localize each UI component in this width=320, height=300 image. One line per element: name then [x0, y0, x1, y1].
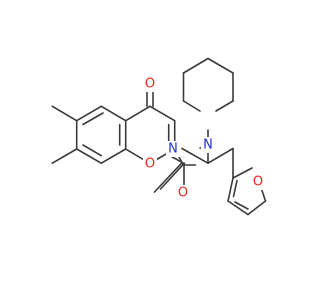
bond — [181, 147, 209, 164]
bond — [124, 105, 151, 122]
bond — [51, 148, 78, 164]
bond — [215, 100, 234, 112]
amide-oxygen-label: O — [176, 185, 190, 201]
ring-oxygen-text: O — [145, 157, 155, 172]
bond — [100, 105, 127, 122]
furan-oxygen-text: O — [253, 175, 263, 190]
amide-nitrogen-label: N — [166, 141, 180, 157]
bond — [227, 177, 234, 202]
bond — [182, 57, 209, 74]
bond — [149, 105, 176, 122]
atom-label-layer: O O O N N O — [143, 76, 265, 201]
bond — [207, 147, 234, 164]
amide-nitrogen-text: N — [168, 142, 178, 157]
amide-oxygen-text: O — [178, 186, 188, 201]
piperidine-nitrogen-label: N — [201, 137, 215, 153]
bond — [227, 200, 249, 216]
bond — [51, 105, 78, 122]
bond — [232, 167, 253, 179]
bond — [234, 201, 249, 210]
ketone-oxygen-label: O — [143, 76, 157, 92]
ring-oxygen-label: O — [143, 156, 157, 172]
bond — [159, 162, 186, 190]
bond — [170, 155, 185, 164]
bond — [207, 57, 234, 74]
structure-canvas: O O O N N O — [51, 57, 267, 216]
bond — [100, 148, 127, 164]
bond — [182, 100, 201, 112]
molecule-structure: O O O N N O — [51, 57, 267, 216]
bond — [75, 105, 103, 122]
ketone-oxygen-text: O — [145, 77, 155, 92]
bond — [247, 200, 267, 216]
bond — [153, 162, 183, 193]
bond-layer — [51, 57, 267, 216]
bond — [232, 179, 238, 198]
bond — [75, 148, 103, 164]
bond — [82, 112, 104, 126]
bond — [124, 148, 144, 160]
furan-oxygen-label: O — [251, 174, 265, 190]
piperidine-nitrogen-text: N — [203, 138, 213, 153]
bond — [82, 144, 103, 157]
